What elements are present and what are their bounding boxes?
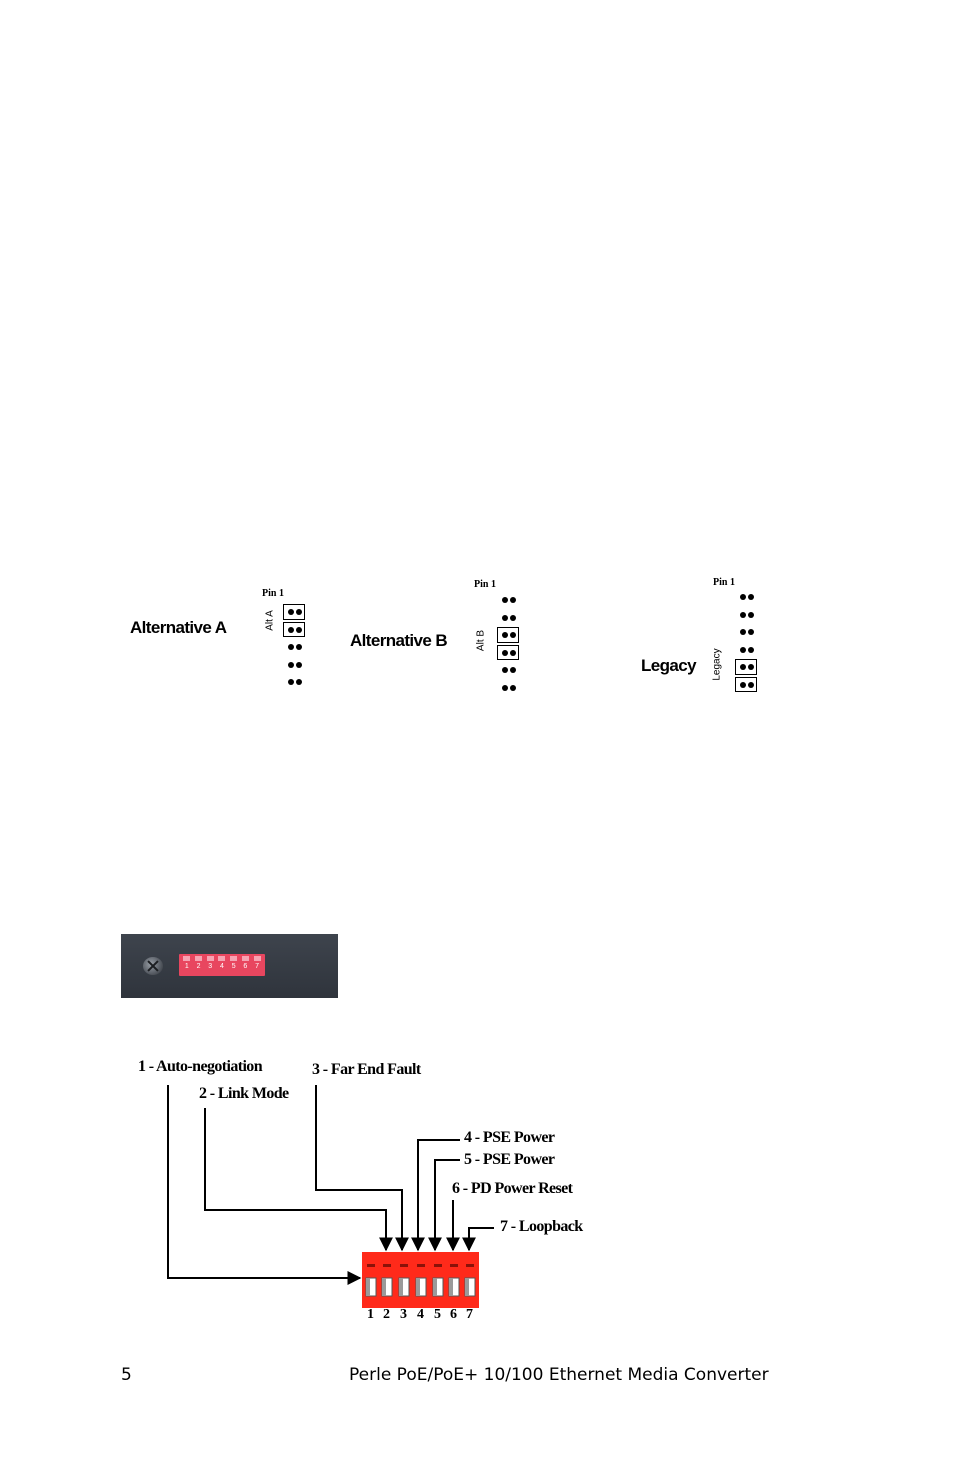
page-number: 5 — [121, 1365, 132, 1385]
callout-far-end-fault: 3 - Far End Fault — [312, 1061, 421, 1078]
photo-switch-number: 3 — [208, 963, 213, 970]
alternative-a-label: Alternative A — [130, 618, 227, 637]
switch-number: 6 — [450, 1307, 457, 1322]
alt-a-jumper-2 — [282, 621, 306, 639]
callout-loopback: 7 - Loopback — [500, 1218, 583, 1235]
photo-dip-switch: 1 2 3 4 5 6 7 — [179, 954, 265, 976]
switch-number: 3 — [400, 1307, 407, 1322]
alternative-b-label: Alternative B — [350, 631, 448, 650]
switch-number: 5 — [434, 1307, 441, 1322]
legacy-jumper-1 — [734, 658, 758, 676]
alt-b-pin-label: Pin 1 — [474, 579, 496, 590]
callout-pse-power-5: 5 - PSE Power — [464, 1151, 555, 1168]
switch-number: 7 — [466, 1307, 473, 1322]
legacy-jumper-2 — [734, 676, 758, 694]
switch-number: 4 — [417, 1307, 424, 1322]
dip-switch-photo: 1 2 3 4 5 6 7 — [121, 934, 338, 998]
switch-number: 2 — [383, 1307, 390, 1322]
alt-b-pin-header — [496, 591, 520, 696]
alt-a-pin-label: Pin 1 — [262, 588, 284, 599]
callout-pse-power-4: 4 - PSE Power — [464, 1129, 555, 1146]
photo-switch-number: 2 — [196, 963, 201, 970]
photo-switch-number: 1 — [184, 963, 189, 970]
legacy-pin-header — [734, 588, 758, 693]
photo-switch-number: 6 — [243, 963, 248, 970]
footer-title: Perle PoE/PoE+ 10/100 Ethernet Media Con… — [349, 1365, 769, 1385]
photo-switch-number: 4 — [220, 963, 224, 970]
callout-link-mode: 2 - Link Mode — [199, 1085, 289, 1102]
photo-switch-number: 7 — [255, 963, 260, 970]
legacy-pin-label: Pin 1 — [713, 577, 735, 588]
screw-icon — [143, 957, 163, 975]
alt-b-jumper-1 — [496, 626, 520, 644]
legacy-label: Legacy — [641, 656, 697, 675]
alt-b-jumper-2 — [496, 644, 520, 662]
switch-number: 1 — [367, 1307, 374, 1322]
alt-a-jumper-1 — [282, 603, 306, 621]
callout-auto-negotiation: 1 - Auto-negotiation — [138, 1058, 263, 1075]
callout-pd-power-reset: 6 - PD Power Reset — [452, 1180, 573, 1197]
alt-a-pin-header — [282, 603, 306, 691]
photo-switch-number: 5 — [231, 963, 236, 970]
